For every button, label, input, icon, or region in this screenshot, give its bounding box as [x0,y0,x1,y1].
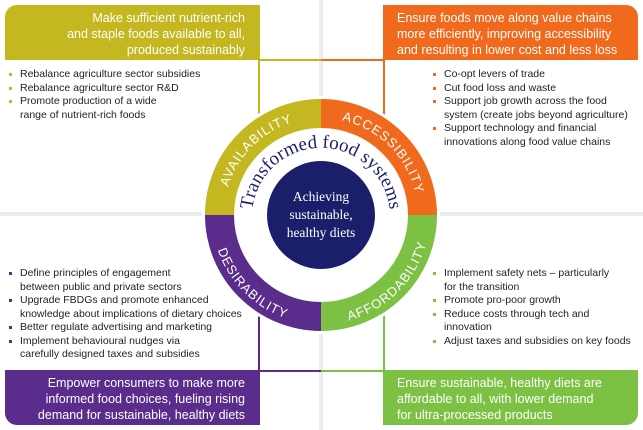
list-item: Rebalance agriculture sector R&D [8,82,248,96]
core-line: sustainable, [289,207,352,222]
accessibility-connector [383,5,385,215]
goal-line: affordable to all, with lower demand [397,392,594,406]
goal-line: produced sustainably [126,43,245,57]
goal-line: and resulting in lower cost and less los… [397,43,618,57]
goal-line: for ultra-processed products [397,408,553,422]
list-item: Upgrade FBDGs and promote enhanced knowl… [8,294,253,321]
affordability-goal: Ensure sustainable, healthy diets are af… [383,370,638,425]
core-line: healthy diets [287,225,356,240]
goal-line: and staple foods available to all, [67,27,245,41]
affordability-connector [383,215,385,425]
desirability-goal: Empower consumers to make more informed … [5,370,259,425]
core-circle [267,161,375,269]
list-item: Cut food loss and waste [432,82,637,96]
desirability-actions: Define principles of engagement between … [8,267,253,362]
core-line: Achieving [293,189,349,204]
availability-actions: Rebalance agriculture sector subsidies R… [8,68,248,122]
list-item: Adjust taxes and subsidies on key foods [432,335,637,349]
list-item: Implement safety nets – particularly for… [432,267,614,294]
list-item: Support technology and financial innovat… [432,122,637,149]
availability-connector [258,5,260,215]
availability-goal: Make sufficient nutrient-rich and staple… [5,5,259,60]
list-item: Promote production of a wide range of nu… [8,95,180,122]
accessibility-goal: Ensure foods move along value chains mor… [383,5,638,60]
list-item: Co-opt levers of trade [432,68,637,82]
list-item: Better regulate advertising and marketin… [8,321,253,335]
accessibility-actions: Co-opt levers of trade Cut food loss and… [432,68,637,149]
goal-line: informed food choices, fueling rising [45,392,245,406]
availability-connector-h [258,59,321,61]
list-item: Reduce costs through tech and innovation [432,308,637,335]
accessibility-connector-h [321,59,384,61]
list-item: Define principles of engagement between … [8,267,205,294]
goal-line: Empower consumers to make more [47,376,245,390]
goal-line: Make sufficient nutrient-rich [92,11,245,25]
goal-line: more efficiently, improving accessibilit… [397,27,612,41]
list-item: Rebalance agriculture sector subsidies [8,68,248,82]
desirability-connector-h [258,370,321,372]
affordability-connector-h [321,370,384,372]
goal-line: Ensure foods move along value chains [397,11,612,25]
goal-line: Ensure sustainable, healthy diets are [397,376,602,390]
affordability-actions: Implement safety nets – particularly for… [432,267,637,348]
list-item: Support job growth across the food syste… [432,95,637,122]
list-item: Implement behavioural nudges via careful… [8,335,220,362]
goal-line: demand for sustainable, healthy diets [37,408,245,422]
desirability-connector [258,215,260,425]
list-item: Promote pro-poor growth [432,294,637,308]
